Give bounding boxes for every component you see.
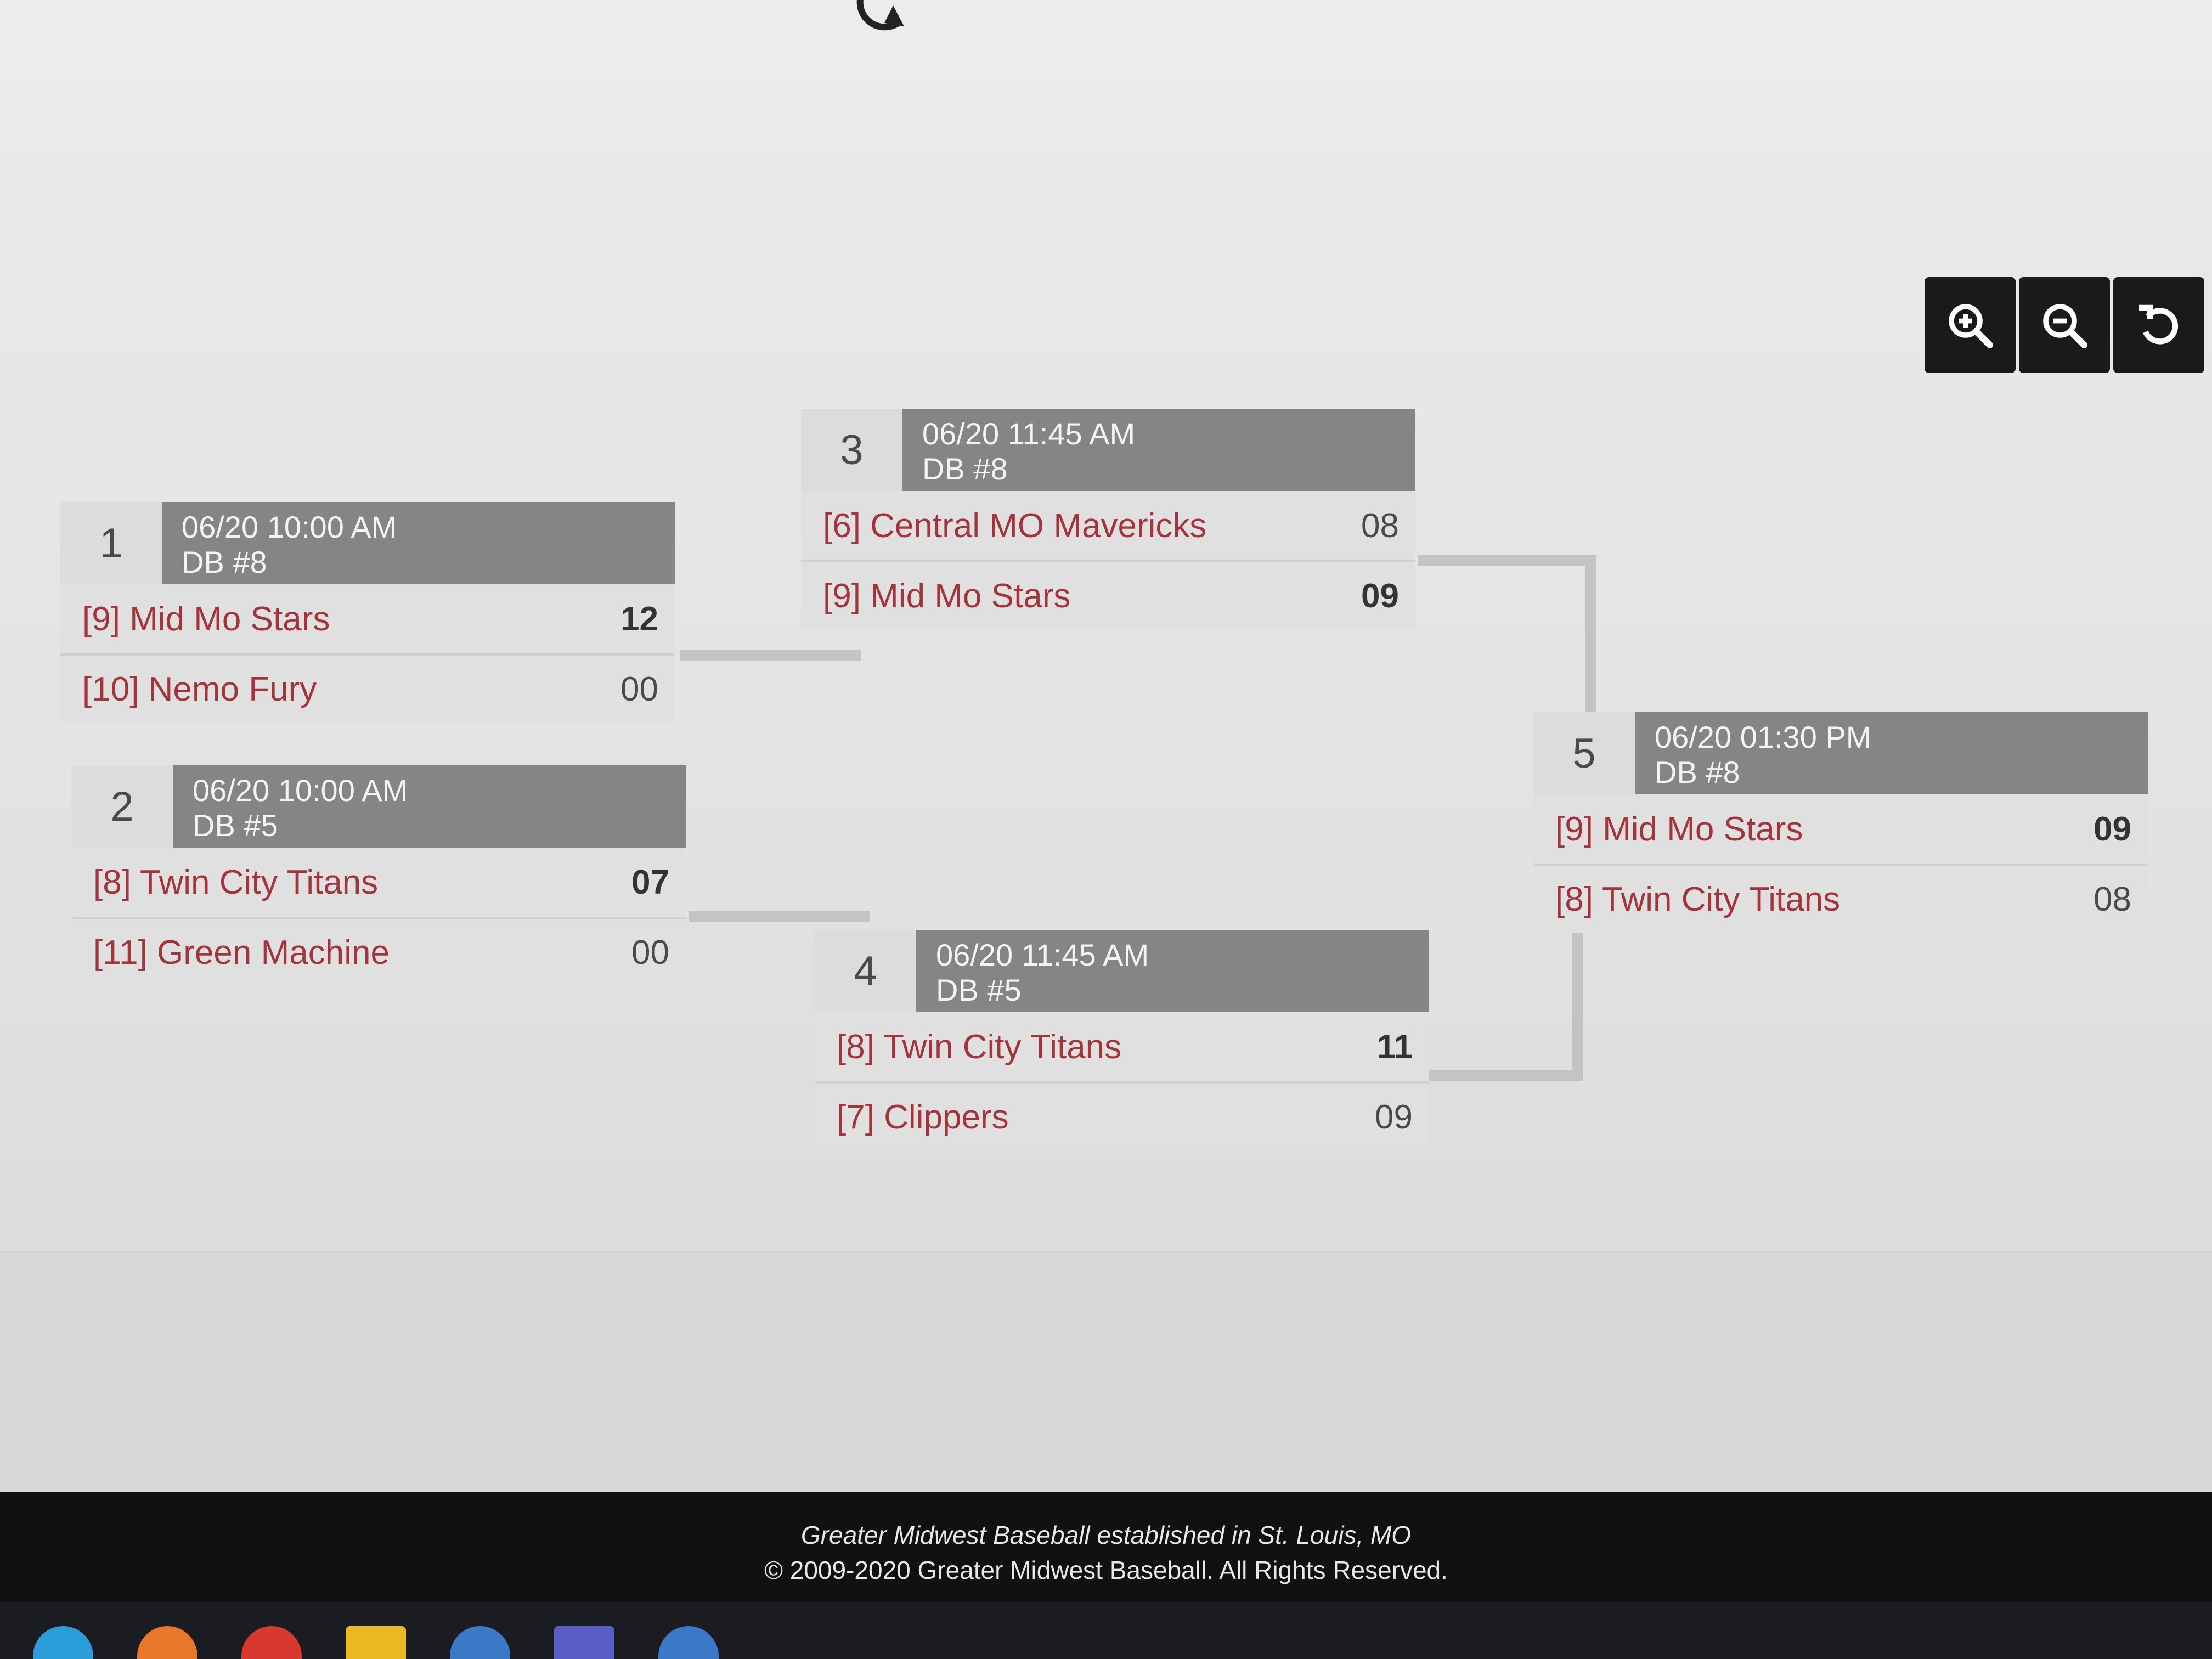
match-info: 06/20 10:00 AM DB #8 — [162, 502, 675, 584]
zoom-out-button[interactable] — [2019, 277, 2110, 373]
os-taskbar — [0, 1602, 2212, 1659]
team-name[interactable]: [8] Twin City Titans — [1555, 880, 1841, 918]
zoom-controls — [1925, 277, 2204, 373]
footer-tagline: Greater Midwest Baseball established in … — [800, 1521, 1412, 1549]
match-header: 3 06/20 11:45 AM DB #8 — [801, 409, 1415, 491]
team-score: 11 — [1376, 1028, 1413, 1066]
team-name[interactable]: [8] Twin City Titans — [93, 863, 379, 901]
team-row[interactable]: [7] Clippers 09 — [815, 1081, 1429, 1150]
connector-m1-to-m3 — [680, 650, 861, 661]
bracket-match-2[interactable]: 2 06/20 10:00 AM DB #5 [8] Twin City Tit… — [71, 765, 686, 986]
reset-icon — [2139, 304, 2179, 345]
file-explorer-icon[interactable] — [346, 1626, 406, 1659]
team-score: 09 — [2094, 810, 2131, 848]
edge-browser-icon[interactable] — [33, 1626, 93, 1659]
team-row[interactable]: [8] Twin City Titans 07 — [71, 848, 686, 917]
zoom-out-icon — [2043, 303, 2087, 348]
match-number: 4 — [854, 947, 877, 995]
match-time: 06/20 10:00 AM — [182, 510, 397, 544]
match-time: 06/20 11:45 AM — [922, 416, 1136, 451]
team-score: 00 — [620, 670, 658, 708]
team-row[interactable]: [9] Mid Mo Stars 09 — [801, 560, 1415, 629]
connector-m4-to-m5-horizontal — [1410, 1070, 1583, 1081]
team-name[interactable]: [8] Twin City Titans — [837, 1028, 1122, 1066]
firefox-icon[interactable] — [137, 1626, 198, 1659]
top-toolbar-strip — [0, 0, 2212, 84]
match-time: 06/20 01:30 PM — [1655, 720, 1872, 754]
footer-copyright: © 2009-2020 Greater Midwest Baseball. Al… — [764, 1556, 1448, 1584]
connector-m3-to-m5-vertical — [1585, 555, 1596, 714]
connector-m3-to-m5-horizontal — [1418, 555, 1596, 566]
team-name[interactable]: [9] Mid Mo Stars — [823, 577, 1071, 615]
match-header: 1 06/20 10:00 AM DB #8 — [60, 502, 675, 584]
match-number: 5 — [1572, 730, 1596, 777]
match-number: 1 — [99, 520, 123, 567]
site-footer: Greater Midwest Baseball established in … — [0, 1492, 2212, 1602]
match-header: 5 06/20 01:30 PM DB #8 — [1533, 712, 2148, 794]
zoom-in-button[interactable] — [1925, 277, 2016, 373]
team-score: 12 — [620, 600, 658, 638]
team-score: 09 — [1361, 577, 1399, 615]
match-time: 06/20 10:00 AM — [193, 773, 408, 808]
match-time: 06/20 11:45 AM — [936, 938, 1149, 972]
app-icon[interactable] — [658, 1626, 719, 1659]
match-field: DB #8 — [922, 452, 1008, 486]
match-header: 4 06/20 11:45 AM DB #5 — [815, 930, 1429, 1012]
bracket-match-4[interactable]: 4 06/20 11:45 AM DB #5 [8] Twin City Tit… — [815, 930, 1429, 1150]
match-field: DB #8 — [182, 545, 267, 579]
team-row[interactable]: [9] Mid Mo Stars 12 — [60, 584, 675, 653]
team-row[interactable]: [10] Nemo Fury 00 — [60, 653, 675, 723]
match-field: DB #5 — [193, 808, 278, 843]
match-field: DB #5 — [936, 973, 1022, 1007]
connector-m2-to-m4 — [689, 911, 870, 922]
team-row[interactable]: [8] Twin City Titans 11 — [815, 1012, 1429, 1081]
team-score: 00 — [631, 933, 669, 972]
match-info: 06/20 10:00 AM DB #5 — [173, 765, 686, 848]
match-header: 2 06/20 10:00 AM DB #5 — [71, 765, 686, 848]
loading-spinner-icon — [856, 0, 904, 31]
teams-icon[interactable] — [554, 1626, 614, 1659]
team-name[interactable]: [11] Green Machine — [93, 933, 390, 972]
bracket-match-1[interactable]: 1 06/20 10:00 AM DB #8 [9] Mid Mo Stars … — [60, 502, 675, 723]
team-score: 07 — [631, 863, 669, 901]
match-info: 06/20 11:45 AM DB #5 — [916, 930, 1429, 1012]
team-row[interactable]: [8] Twin City Titans 08 — [1533, 864, 2148, 933]
match-number: 3 — [840, 426, 864, 473]
bracket-match-5[interactable]: 5 06/20 01:30 PM DB #8 [9] Mid Mo Stars … — [1533, 712, 2148, 933]
team-name[interactable]: [10] Nemo Fury — [82, 670, 317, 708]
zoom-in-icon — [1949, 303, 1993, 348]
team-score: 08 — [2094, 880, 2131, 918]
team-name[interactable]: [9] Mid Mo Stars — [1555, 810, 1803, 848]
bracket-match-3[interactable]: 3 06/20 11:45 AM DB #8 [6] Central MO Ma… — [801, 409, 1415, 629]
team-score: 09 — [1375, 1098, 1413, 1136]
team-row[interactable]: [9] Mid Mo Stars 09 — [1533, 794, 2148, 864]
team-row[interactable]: [11] Green Machine 00 — [71, 917, 686, 986]
content-bottom-band — [0, 1251, 2212, 1494]
connector-m4-to-m5-vertical — [1572, 927, 1583, 1081]
team-name[interactable]: [9] Mid Mo Stars — [82, 600, 330, 638]
team-name[interactable]: [6] Central MO Mavericks — [823, 506, 1207, 545]
match-info: 06/20 01:30 PM DB #8 — [1635, 712, 2148, 794]
match-number: 2 — [110, 783, 134, 830]
app-icon[interactable] — [450, 1626, 510, 1659]
reset-zoom-button[interactable] — [2113, 277, 2204, 373]
team-row[interactable]: [6] Central MO Mavericks 08 — [801, 491, 1415, 560]
chrome-icon[interactable] — [241, 1626, 302, 1659]
team-score: 08 — [1361, 506, 1399, 545]
match-info: 06/20 11:45 AM DB #8 — [902, 409, 1415, 491]
match-field: DB #8 — [1655, 755, 1740, 789]
team-name[interactable]: [7] Clippers — [837, 1098, 1009, 1136]
